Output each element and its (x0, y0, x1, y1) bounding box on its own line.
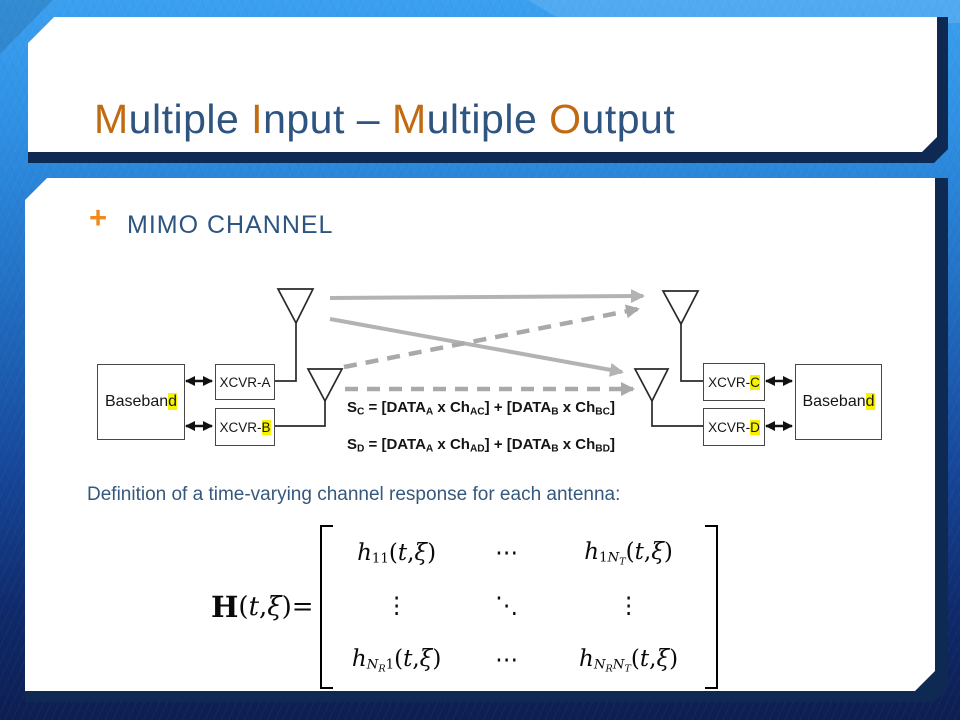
content-panel: + MIMO CHANNEL (25, 178, 935, 691)
title-panel: Multiple Input – Multiple Output (28, 17, 937, 152)
matrix-cell-r3c3: hNRNT(t,ξ) (579, 645, 679, 675)
caption-text: Definition of a time-varying channel res… (87, 484, 621, 505)
mimo-diagram-canvas (25, 178, 935, 691)
matrix-cell-r2c1: ⋮ (385, 593, 409, 619)
xcvr-c-label: XCVR-C (708, 374, 760, 390)
antenna-b-feedline (273, 401, 325, 426)
xcvr-a-label: XCVR-A (219, 374, 271, 390)
channel-path-ad-arrow (330, 319, 622, 372)
xcvr-c-box: XCVR-C (703, 363, 765, 401)
xcvr-b-box: XCVR-B (215, 408, 275, 446)
matrix-cell-r1c3: h1NT(t,ξ) (584, 538, 673, 568)
matrix-cell-r3c1: hNR1(t,ξ) (351, 645, 442, 675)
channel-matrix-equation: H(t,ξ)= h11(t,ξ) ⋯ h1NT(t,ξ) ⋮ ⋱ ⋮ hNR1(… (211, 525, 718, 689)
antenna-a-feedline (273, 323, 296, 381)
antenna-b-icon (308, 369, 342, 401)
baseband-left-label: Baseband (104, 393, 178, 410)
xcvr-b-label: XCVR-B (219, 419, 271, 435)
matrix-bracket-right (705, 525, 718, 689)
matrix-cell-r2c2: ⋱ (495, 593, 519, 619)
antenna-a-icon (278, 289, 313, 323)
baseband-right-label: Baseband (802, 393, 875, 410)
xcvr-a-box: XCVR-A (215, 364, 275, 400)
baseband-right-box: Baseband (795, 364, 882, 440)
signal-equation-sd: SD = [DATAA x ChAD] + [DATAB x ChBD] (347, 436, 615, 455)
channel-path-ac-arrow (330, 296, 643, 298)
channel-path-bc-arrow (344, 309, 638, 367)
page-title: Multiple Input – Multiple Output (94, 96, 676, 142)
signal-equation-sc: SC = [DATAA x ChAC] + [DATAB x ChBC] (347, 399, 615, 418)
matrix-cell-r1c2: ⋯ (495, 540, 519, 566)
antenna-c-feedline (681, 324, 703, 381)
matrix-cell-r3c2: ⋯ (495, 647, 519, 673)
bullet-plus-icon: + (89, 200, 108, 235)
matrix-cell-r2c3: ⋮ (617, 593, 641, 619)
antenna-d-feedline (652, 401, 703, 426)
matrix-grid: h11(t,ξ) ⋯ h1NT(t,ξ) ⋮ ⋱ ⋮ hNR1(t,ξ) ⋯ h… (333, 525, 705, 689)
matrix-lhs: H(t,ξ)= (211, 590, 314, 624)
matrix-bracket-left (320, 525, 333, 689)
antenna-c-icon (663, 291, 698, 324)
xcvr-d-box: XCVR-D (703, 408, 765, 446)
bullet-label: MIMO CHANNEL (127, 211, 334, 239)
matrix-cell-r1c1: h11(t,ξ) (357, 539, 437, 567)
baseband-left-box: Baseband (97, 364, 185, 440)
xcvr-d-label: XCVR-D (708, 419, 760, 435)
antenna-d-icon (635, 369, 668, 401)
